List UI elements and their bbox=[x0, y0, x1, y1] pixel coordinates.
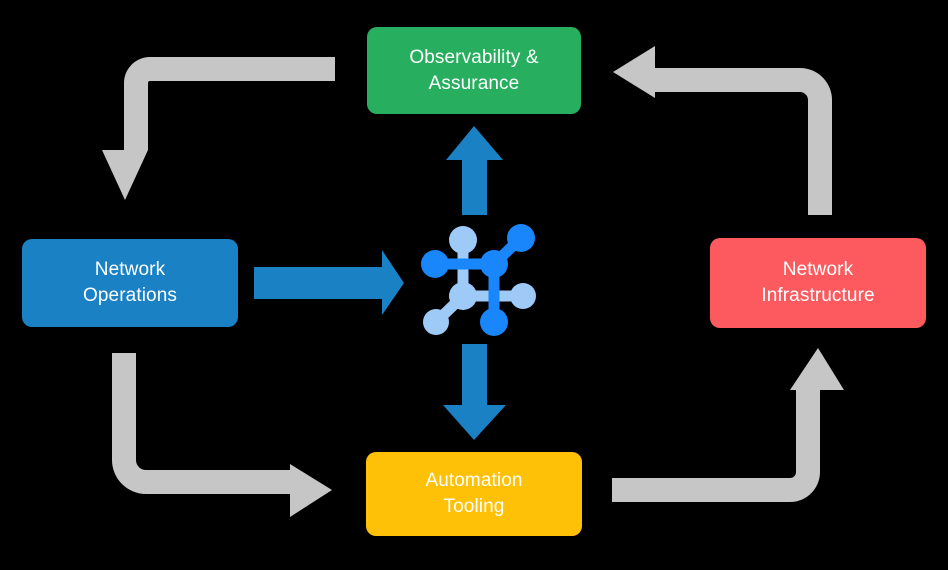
node-box-automation[interactable]: Automation Tooling bbox=[366, 452, 582, 536]
node-label-infrastructure: Network Infrastructure bbox=[761, 259, 875, 306]
node-box-observability[interactable]: Observability & Assurance bbox=[367, 27, 581, 114]
arrow-infrastructure-to-observability bbox=[613, 46, 832, 215]
network-icon-nodes bbox=[421, 224, 536, 336]
node-box-operations[interactable]: Network Operations bbox=[22, 239, 238, 327]
arrow-automation-to-infrastructure bbox=[612, 348, 844, 502]
node-box-infrastructure[interactable]: Network Infrastructure bbox=[710, 238, 926, 328]
network-icon-edges bbox=[432, 234, 525, 326]
arrow-center-to-automation bbox=[443, 344, 506, 440]
arrow-operations-to-center bbox=[254, 250, 404, 315]
node-label-operations: Network Operations bbox=[83, 259, 177, 306]
arrow-observability-to-operations bbox=[102, 57, 335, 200]
arrow-operations-to-automation bbox=[112, 353, 332, 517]
node-label-observability: Observability & Assurance bbox=[409, 46, 539, 94]
node-label-automation: Automation Tooling bbox=[425, 470, 523, 517]
arrow-center-to-observability bbox=[446, 126, 503, 215]
